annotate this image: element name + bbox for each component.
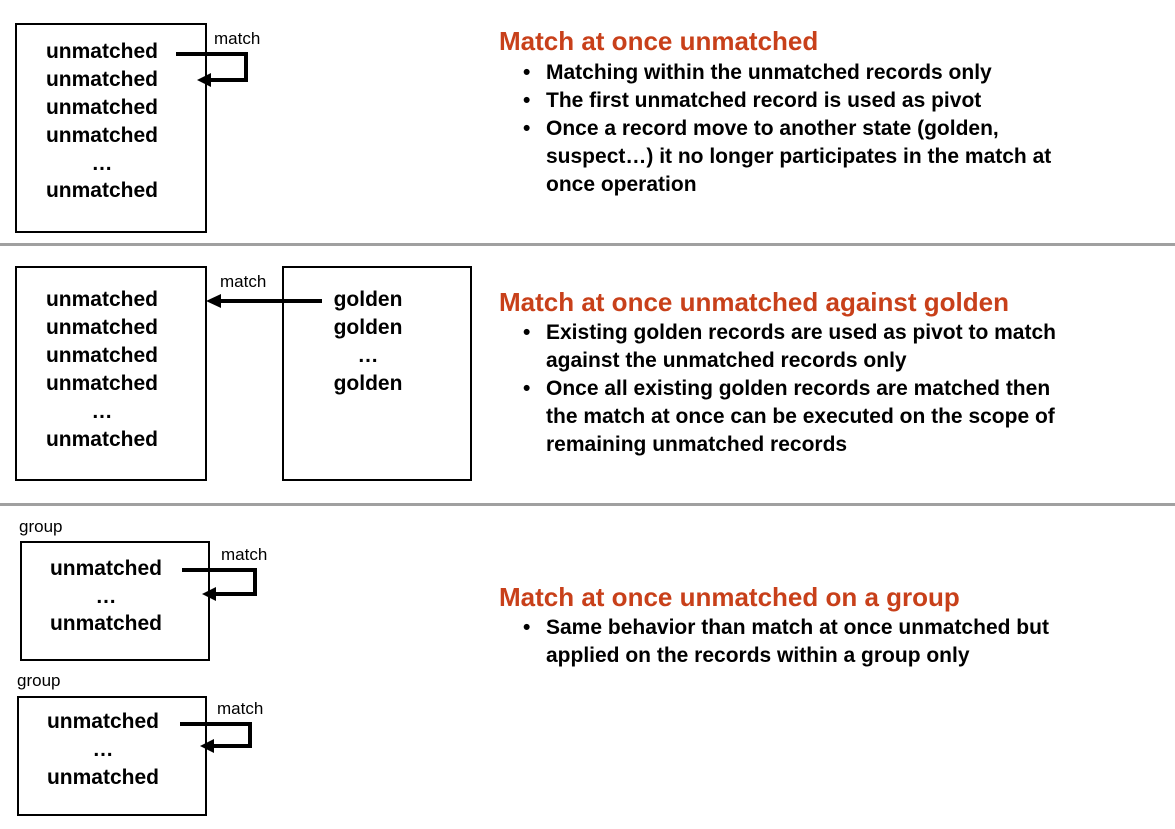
match-arrow-label: match [221, 545, 268, 564]
record-label: unmatched [45, 372, 158, 395]
bullet-item: Existing golden records are used as pivo… [499, 319, 1056, 375]
record-label: unmatched [45, 96, 158, 119]
unmatched-records-box [15, 266, 207, 481]
bullet-item: The first unmatched record is used as pi… [499, 87, 1051, 115]
record-label: unmatched [46, 766, 159, 789]
bullet-item: Once all existing golden records are mat… [499, 375, 1056, 459]
arrow-head [206, 294, 221, 308]
section-bullets: Existing golden records are used as pivo… [499, 319, 1056, 459]
section-divider [0, 243, 1175, 246]
record-label: golden [333, 372, 403, 395]
unmatched-records-box [15, 23, 207, 233]
section-title: Match at once unmatched on a group [499, 582, 960, 612]
record-label: unmatched [46, 710, 159, 733]
group-label: group [17, 671, 61, 690]
record-label: golden [333, 288, 403, 311]
ellipsis-label: … [92, 738, 114, 761]
arrow-head [200, 739, 214, 753]
record-label: unmatched [45, 68, 158, 91]
arrow-head [202, 587, 216, 601]
record-label: unmatched [45, 179, 158, 202]
group-box [17, 696, 207, 816]
ellipsis-label: … [91, 400, 113, 423]
ellipsis-label: … [95, 585, 117, 608]
self-match-arrow [176, 52, 248, 82]
group-self-match-arrow [180, 722, 252, 748]
match-arrow-label: match [217, 699, 264, 718]
group-self-match-arrow [182, 568, 257, 596]
bullet-item: Matching within the unmatched records on… [499, 59, 1051, 87]
section-bullets: Same behavior than match at once unmatch… [499, 614, 1049, 670]
match-arrow-label: match [220, 272, 267, 291]
section-title: Match at once unmatched [499, 26, 819, 56]
record-label: unmatched [45, 288, 158, 311]
record-label: unmatched [45, 344, 158, 367]
group-label: group [19, 517, 63, 536]
record-label: unmatched [45, 428, 158, 451]
record-label: unmatched [45, 316, 158, 339]
bullet-item: Once a record move to another state (gol… [499, 115, 1051, 199]
section-title: Match at once unmatched against golden [499, 287, 1009, 317]
record-label: unmatched [45, 124, 158, 147]
bullet-item: Same behavior than match at once unmatch… [499, 614, 1049, 670]
section-divider [0, 503, 1175, 506]
group-box [20, 541, 210, 661]
match-arrow-label: match [214, 29, 261, 48]
record-label: golden [333, 316, 403, 339]
arrow-head [197, 73, 211, 87]
record-label: unmatched [45, 40, 158, 63]
ellipsis-label: … [91, 152, 113, 175]
ellipsis-label: … [357, 344, 379, 367]
record-label: unmatched [49, 612, 162, 635]
section-bullets: Matching within the unmatched records on… [499, 59, 1051, 199]
record-label: unmatched [49, 557, 162, 580]
